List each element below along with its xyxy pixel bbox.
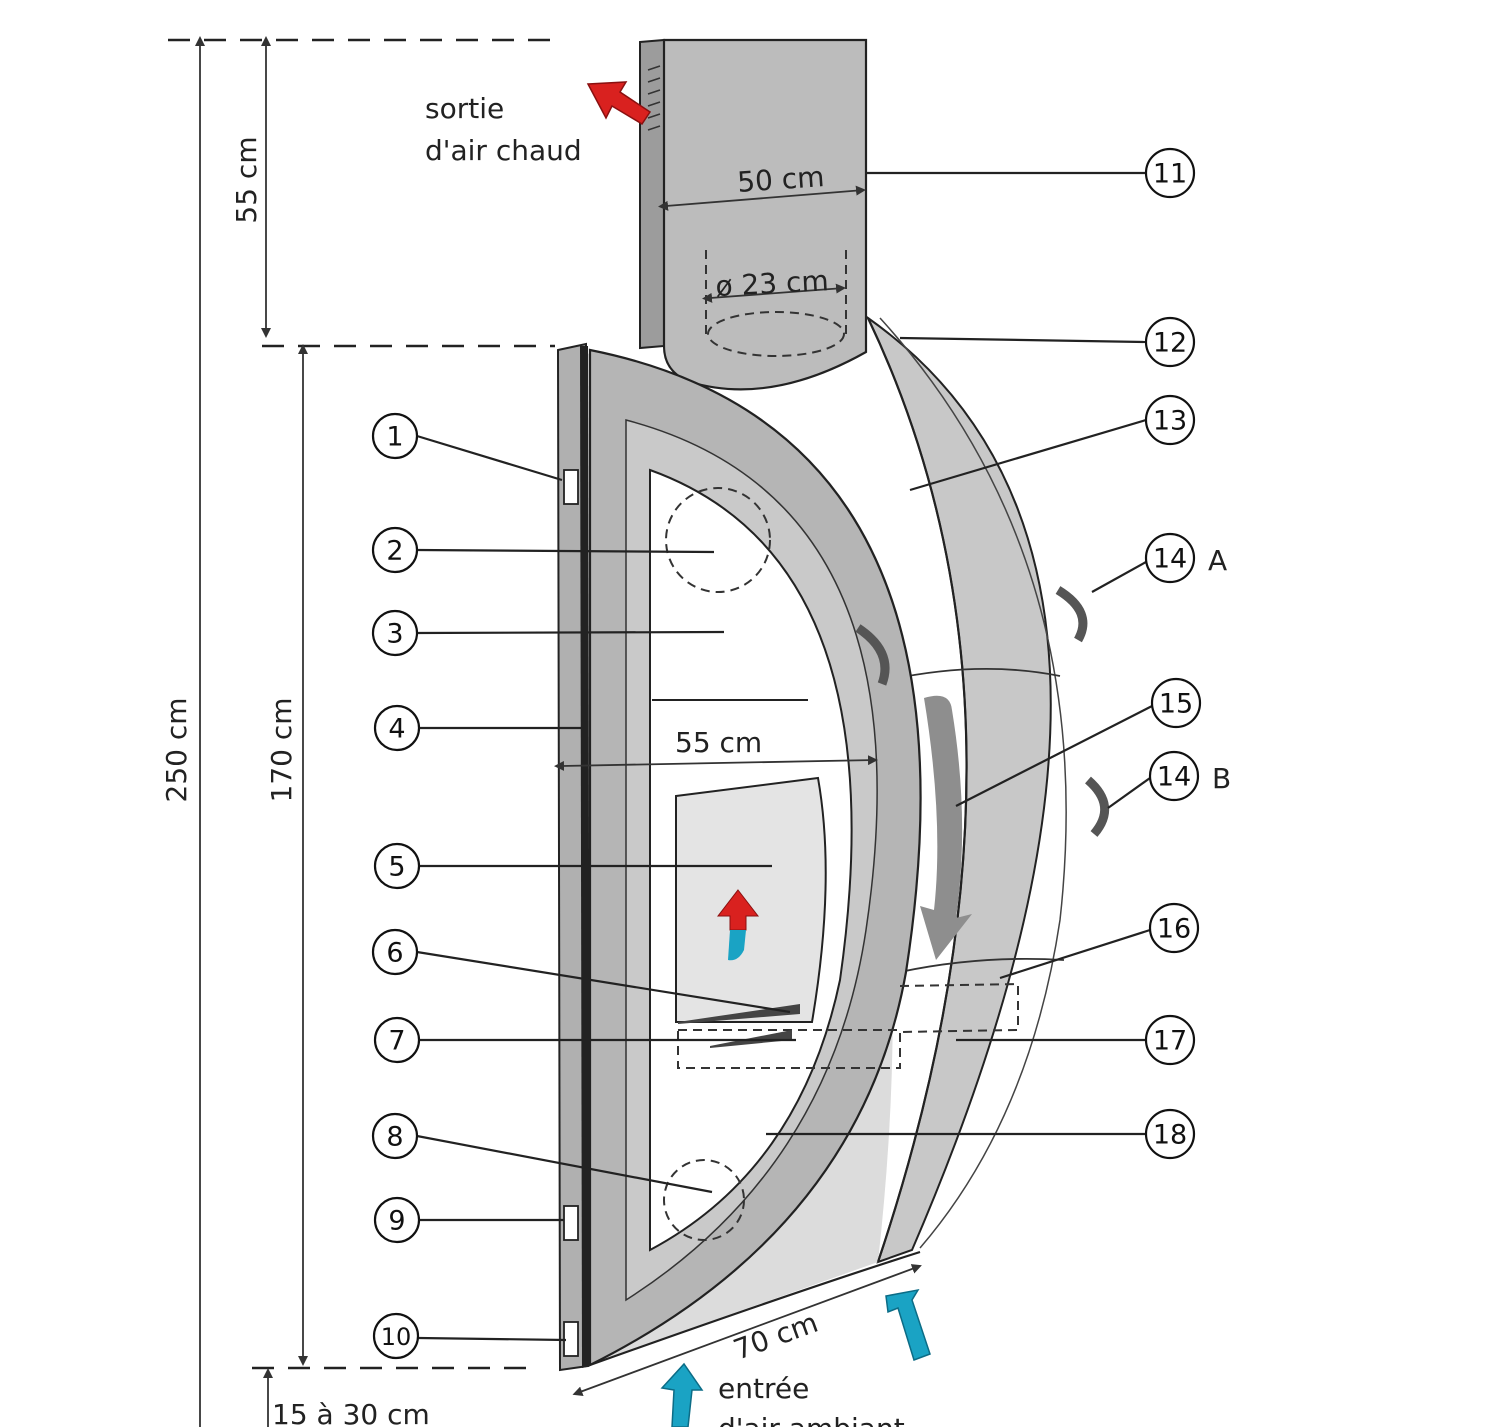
dimension-total-height: 250 cm [160,36,205,1427]
callout-1: 1 [371,412,419,460]
callout-7: 7 [373,1016,421,1064]
svg-text:17: 17 [1153,1026,1187,1057]
callout-8: 8 [371,1112,419,1160]
dimension-chimney-width: 50 cm [658,160,866,211]
wall-bracket-9 [563,1205,579,1241]
dimension-depth-label: 55 cm [675,726,762,759]
svg-text:11: 11 [1153,159,1187,190]
callout-16: 16 [1148,902,1200,954]
ambient-air-label-line2: d'air ambiant [718,1412,905,1427]
hot-air-label-line1: sortie [425,92,504,125]
hot-air-arrow-icon [586,81,652,126]
callout-11: 11 [1144,147,1196,199]
svg-text:3: 3 [386,619,403,650]
handle-b-icon [1084,776,1110,837]
svg-text:1: 1 [386,422,403,453]
callout-2: 2 [371,526,419,574]
callout-17: 17 [1144,1014,1196,1066]
callout-4: 4 [373,704,421,752]
dimension-chimney-width-label: 50 cm [736,160,825,199]
chimney-hood: 50 cm ø 23 cm [639,38,868,391]
ambient-air-inlet: entrée d'air ambiant [660,1288,931,1427]
combustion-cold-arrow-icon [728,930,746,961]
svg-text:2: 2 [386,536,403,567]
hot-air-label-line2: d'air chaud [425,134,582,167]
svg-text:4: 4 [388,714,405,745]
callout-6: 6 [371,928,419,976]
callout-15: 15 [1150,677,1202,729]
svg-text:8: 8 [386,1122,403,1153]
flue-pipe: ø 23 cm [702,250,847,357]
dimension-floor-gap: 15 à 30 cm [263,1368,430,1427]
svg-text:7: 7 [388,1026,405,1057]
wall-bracket-1 [563,469,579,505]
leader-lines [416,171,1155,1342]
svg-text:18: 18 [1153,1120,1187,1151]
svg-text:9: 9 [388,1206,405,1237]
svg-text:10: 10 [381,1323,412,1351]
dimension-flue-diameter-label: ø 23 cm [715,264,830,303]
air-flow-arrow-icon [920,695,972,960]
svg-text:13: 13 [1153,406,1187,437]
svg-text:6: 6 [386,938,403,969]
svg-text:15: 15 [1159,689,1193,720]
dimension-floor-gap-label: 15 à 30 cm [272,1398,430,1427]
reference-lines [168,38,560,1370]
svg-text:14: 14 [1157,762,1191,793]
dimension-depth: 55 cm [554,726,878,771]
callout-18: 18 [1144,1108,1196,1160]
dimension-total-height-label: 250 cm [160,697,193,802]
callout-5: 5 [373,842,421,890]
ambient-air-label-line1: entrée [718,1372,809,1405]
hot-air-outlet: sortie d'air chaud [425,81,652,167]
callout-14a: 14 A [1144,532,1227,584]
dimension-upper-height: 55 cm [230,36,271,338]
dimension-upper-height-label: 55 cm [230,136,263,223]
svg-text:14: 14 [1153,544,1187,575]
callout-14b-suffix: B [1212,762,1231,795]
callout-13: 13 [1144,394,1196,446]
svg-text:12: 12 [1153,328,1187,359]
ambient-air-arrow-icon [885,1288,931,1361]
callout-3: 3 [371,609,419,657]
dimension-width-label: 70 cm [729,1306,822,1367]
handle-door-icon [855,624,890,686]
callout-9: 9 [373,1196,421,1244]
svg-text:5: 5 [388,852,405,883]
hood-vent-grille [647,65,661,131]
wall-bracket-10 [563,1321,579,1357]
dimension-fireplace-height: 170 cm [265,344,308,1366]
callout-14a-suffix: A [1208,544,1227,577]
dimension-fireplace-height-label: 170 cm [265,697,298,802]
ambient-air-arrow-lower-icon [660,1362,704,1427]
callout-10: 10 [372,1312,420,1360]
callout-12: 12 [1144,316,1196,368]
fireplace-body [556,314,1110,1372]
callout-14b: 14 B [1148,750,1231,802]
svg-text:16: 16 [1157,914,1191,945]
handle-a-icon [1055,586,1088,643]
